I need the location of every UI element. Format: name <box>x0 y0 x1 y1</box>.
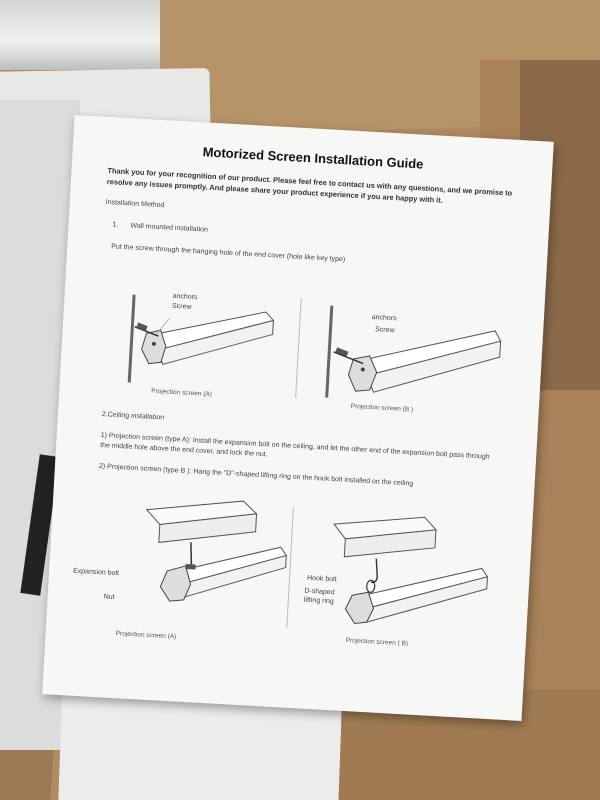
wall-b-screw-label: Screw <box>374 326 395 335</box>
wall-a-anchors-label: anchors <box>172 292 198 302</box>
section1-number: 1. <box>112 221 119 229</box>
ceiling-a-nut-label: Nut <box>103 593 115 602</box>
wall-mount-diagram-b <box>325 305 502 398</box>
section1-instruction: Put the screw through the hanging hole o… <box>111 243 346 264</box>
screen-tube <box>0 0 160 70</box>
ceiling-a-caption: Projection screen (A) <box>115 630 177 641</box>
foam-bottom <box>58 695 342 800</box>
ceiling-b-caption: Projection screen ( B) <box>345 637 409 648</box>
section2-heading: 2.Ceiling installation <box>101 411 165 422</box>
guide-title: Motorized Screen Installation Guide <box>202 144 424 172</box>
ceiling-diagram-a <box>145 500 288 602</box>
ceiling-diagram-b <box>333 516 489 625</box>
figure-divider <box>295 297 302 398</box>
wall-mount-diagram-a <box>127 294 275 383</box>
ceiling-b-ring-label: D-shaped lifting ring <box>303 587 335 606</box>
wall-b-anchors-label: anchors <box>371 313 397 323</box>
method-heading: Installation Method <box>105 198 165 210</box>
ceiling-a-bolt-label: Expansion bolt <box>72 567 120 578</box>
section2-step2: 2) Projection screen (type B ): Hang the… <box>98 462 414 488</box>
instruction-sheet: Motorized Screen Installation Guide Than… <box>42 115 554 721</box>
section1-heading: Wall mounted installation <box>130 222 209 234</box>
wall-a-screw-label: Screw <box>171 302 192 311</box>
guide-intro: Thank you for your recognition of our pr… <box>106 165 513 205</box>
